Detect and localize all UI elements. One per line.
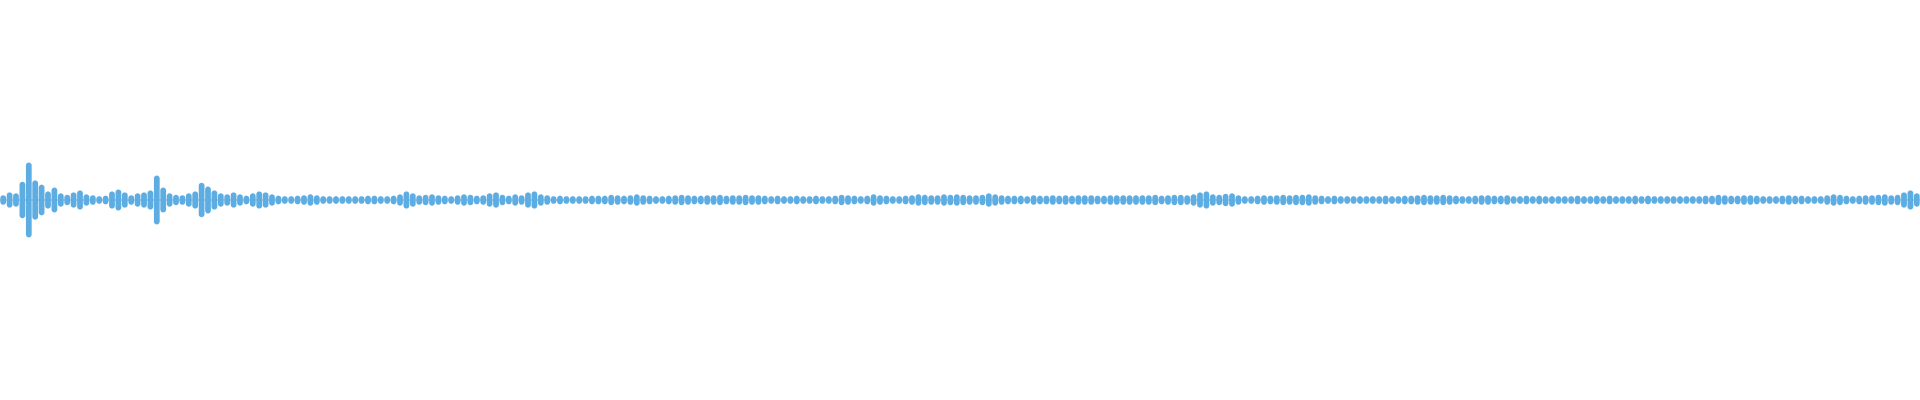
waveform-bars xyxy=(0,162,1920,238)
